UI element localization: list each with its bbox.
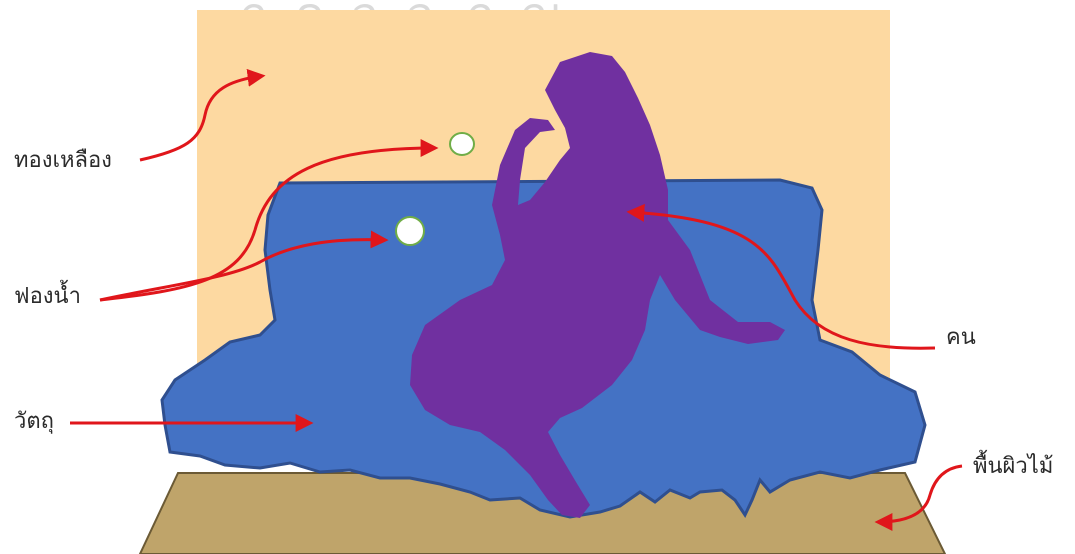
- label-wood-floor: พื้นผิวไม้: [973, 456, 1053, 478]
- label-person: คน: [946, 327, 976, 349]
- bubble-large: [396, 217, 424, 245]
- bubble-small: [450, 133, 474, 155]
- label-bubbles: ฟองน้ำ: [14, 286, 81, 308]
- label-object: วัตถุ: [14, 411, 54, 433]
- label-gold-background: ทองเหลือง: [14, 150, 112, 172]
